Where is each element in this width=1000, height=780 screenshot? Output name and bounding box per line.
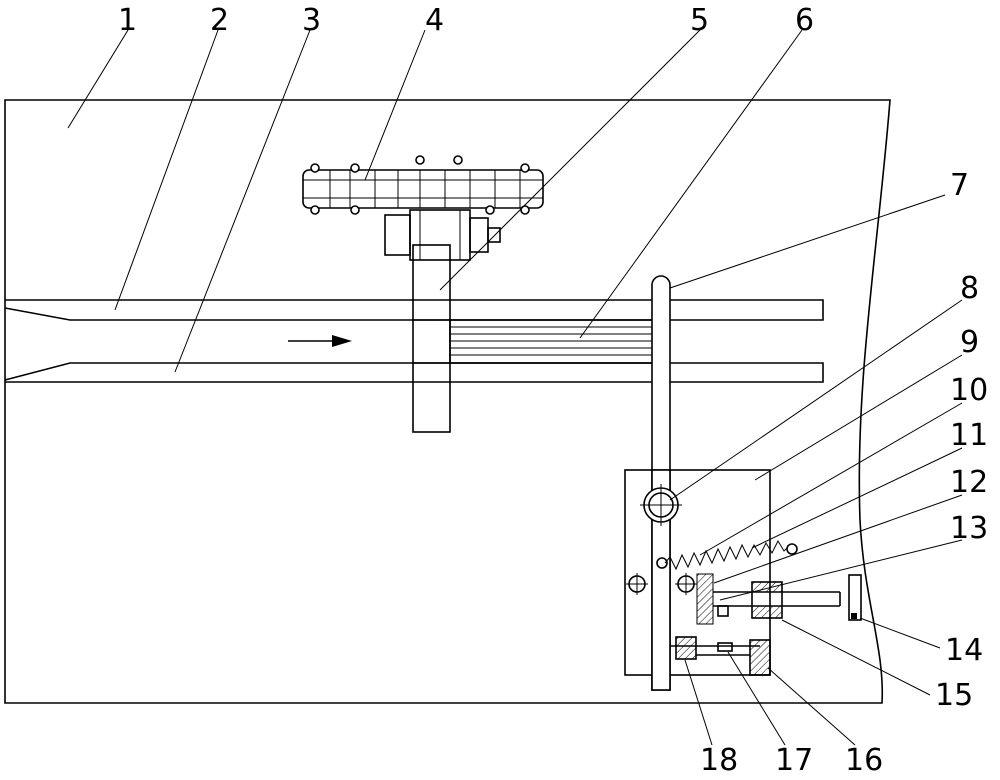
label-15: 15 bbox=[935, 678, 973, 713]
guide-block bbox=[751, 581, 783, 619]
upper-rail bbox=[4, 299, 824, 321]
lower-guide-block bbox=[749, 639, 771, 676]
label-11: 11 bbox=[950, 418, 988, 453]
label-9: 9 bbox=[960, 325, 979, 360]
label-13: 13 bbox=[950, 511, 988, 546]
label-2: 2 bbox=[210, 3, 229, 38]
tension-spring bbox=[656, 539, 798, 571]
plate-bolt-right bbox=[675, 573, 697, 595]
plate-bolt-left bbox=[626, 573, 648, 595]
label-5: 5 bbox=[690, 3, 709, 38]
lower-nut bbox=[675, 636, 697, 660]
label-3: 3 bbox=[302, 3, 321, 38]
stop-block bbox=[696, 573, 714, 625]
label-12: 12 bbox=[950, 465, 988, 500]
label-7: 7 bbox=[950, 168, 969, 203]
label-10: 10 bbox=[950, 373, 988, 408]
small-nut bbox=[717, 605, 729, 617]
sheet-stack bbox=[449, 319, 661, 364]
mounting-plate bbox=[624, 469, 771, 676]
adjust-knob[interactable] bbox=[848, 574, 862, 621]
label-1: 1 bbox=[118, 3, 137, 38]
lever-lower-section bbox=[651, 469, 671, 691]
motor-hub bbox=[384, 209, 501, 261]
label-16: 16 bbox=[845, 743, 883, 775]
pivot-bearing bbox=[640, 484, 682, 526]
label-14: 14 bbox=[945, 633, 983, 668]
drive-chain bbox=[302, 155, 544, 215]
label-6: 6 bbox=[795, 3, 814, 38]
leader-lines bbox=[67, 29, 963, 746]
adjust-rod bbox=[713, 591, 841, 607]
right-arrow-icon bbox=[288, 335, 352, 347]
base-plate bbox=[4, 99, 891, 704]
label-17: 17 bbox=[775, 743, 813, 775]
label-4: 4 bbox=[425, 3, 444, 38]
callout-labels: 1 2 3 4 5 6 7 8 9 10 11 12 13 14 15 16 1… bbox=[118, 3, 988, 778]
label-18: 18 bbox=[700, 743, 738, 775]
support-post bbox=[412, 244, 451, 433]
label-8: 8 bbox=[960, 271, 979, 306]
lower-rail bbox=[4, 362, 824, 383]
